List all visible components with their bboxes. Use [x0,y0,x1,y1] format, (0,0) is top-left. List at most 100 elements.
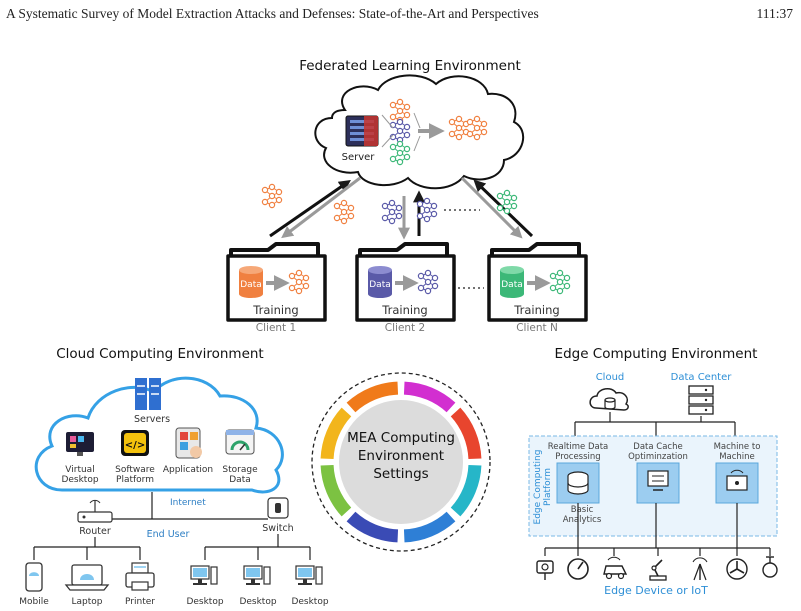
running-header-title: A Systematic Survey of Model Extraction … [6,6,539,21]
mobile-icon [25,562,43,592]
client-training-label: Training [381,303,427,317]
edge-cloud-label: Cloud [596,372,625,383]
desktop-icon [295,565,323,586]
client-1: Data Training Client 1 [226,242,327,334]
transmitted-model [496,189,518,215]
app-label-line2: Desktop [61,475,98,485]
device-label: Printer [125,597,155,607]
car-icon [603,556,628,580]
download-arrow-n [460,176,523,239]
federated-title: Federated Learning Environment [299,58,521,74]
database-icon [500,266,524,298]
desktop-icon [243,565,271,586]
server-icon [345,115,379,147]
device-label: Desktop [186,597,223,607]
module-label-line2: Machine [719,452,755,462]
module-label-line2: Optiminzation [628,452,688,462]
database-icon [368,266,392,298]
federated-section: Federated Learning Environment Server [226,58,588,334]
robot-arm-icon [649,559,667,581]
ring-segment [450,464,482,517]
app-label-line1: Application [163,465,213,475]
realtime-processing-icon [556,462,600,504]
laptop-icon [64,564,110,591]
client-n: Data Training Client N [487,242,588,334]
cloud-shape [34,376,284,494]
cloud-section: Cloud Computing Environment Servers Virt… [19,346,329,607]
center-title-line3: Settings [373,466,428,482]
ring-segments [320,381,482,543]
module-label-line1: Data Cache [633,442,682,452]
router-icon [77,499,113,523]
fan-icon [726,558,748,580]
ring-segment [403,511,456,543]
device-label: Laptop [72,597,103,607]
ring-segment [346,381,399,413]
switch-icon [267,497,289,519]
page-number: 111:37 [756,6,794,21]
transmitted-model [261,183,283,209]
ring-segment [320,464,352,517]
download-arrow-1 [281,176,361,239]
servers-icon [135,378,161,410]
camera-icon [536,560,554,580]
switch-label: Switch [262,523,293,534]
client-label: Client N [516,322,558,334]
ring-segment [403,381,456,413]
printer-icon [125,562,155,591]
client-data-label: Data [369,280,391,290]
client-data-label: Data [240,280,262,290]
client-training-label: Training [513,303,559,317]
module-label-line2: Processing [555,452,600,462]
ring-segment [346,511,399,543]
device-label: Desktop [239,597,276,607]
basic-analytics-line1: Basic [571,505,594,515]
app-label-line1: Virtual [65,465,94,475]
client-2: Data Training Client 2 [355,242,456,334]
data-center-icon [688,385,714,415]
svg-text:</>: </> [125,440,145,451]
app-label-line2: Data [229,475,251,485]
end-user-label: End User [147,529,190,540]
cloud-database-icon [589,388,629,411]
device-label: Desktop [291,597,328,607]
cloud-title: Cloud Computing Environment [56,346,263,362]
internet-label: Internet [170,498,206,508]
storage-data-icon [225,429,255,455]
center-title-line2: Environment [358,448,444,464]
software-platform-icon: </> [121,430,149,456]
gauge-icon [567,558,589,580]
application-icon [175,427,202,459]
virtual-desktop-icon [66,432,94,456]
data-center-label: Data Center [671,372,733,383]
client-data-label: Data [501,280,523,290]
upload-arrow-n [473,179,534,238]
client-label: Client 1 [256,322,296,334]
servers-label: Servers [134,414,170,425]
center-title-line1: MEA Computing [347,430,455,446]
database-icon [239,266,263,298]
transmitted-model [333,199,355,225]
server-label: Server [342,152,376,163]
data-cache-icon [636,462,680,504]
app-label-line2: Platform [116,475,154,485]
edge-platform-label-line1: Edge Computing [533,450,543,525]
desktop-icon [190,565,218,586]
client-training-label: Training [252,303,298,317]
router-label: Router [79,526,111,537]
app-label-line1: Software [115,465,155,475]
device-label: Mobile [19,597,49,607]
edge-title: Edge Computing Environment [555,346,758,362]
client-label: Client 2 [385,322,425,334]
ring-segment [450,407,482,460]
basic-analytics-line2: Analytics [563,515,602,525]
edge-platform-label-line2: Platform [543,468,553,506]
center-ring: MEA Computing Environment Settings [311,372,491,552]
app-label-line1: Storage [222,465,258,475]
antenna-icon [692,557,708,581]
edge-section: Edge Computing Environment Cloud Data Ce… [528,346,778,597]
module-label-line1: Machine to [714,442,761,452]
machine-to-machine-icon [715,462,759,504]
transmitted-model [381,199,403,225]
